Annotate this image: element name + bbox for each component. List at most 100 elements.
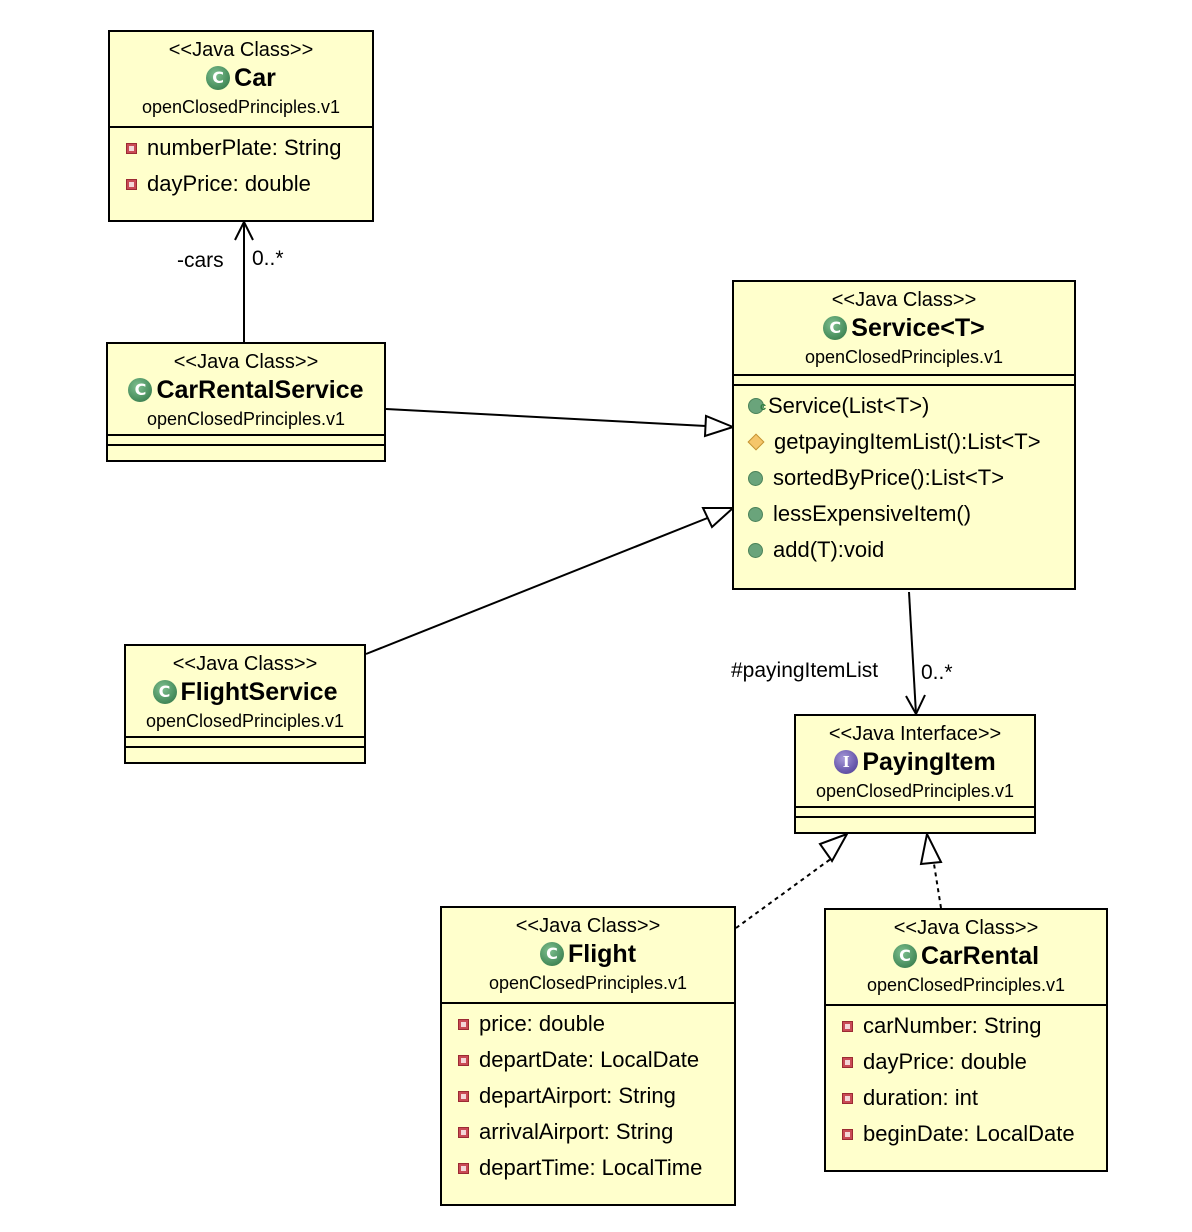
method-item[interactable]: sortedByPrice():List<T>: [748, 460, 1074, 496]
edge-carrentalservice-service-generalization[interactable]: [385, 408, 736, 438]
field-item[interactable]: departTime: LocalTime: [458, 1150, 734, 1186]
package-label: openClosedPrinciples.v1: [145, 711, 345, 731]
field-item[interactable]: dayPrice: double: [842, 1044, 1106, 1080]
private-field-icon: [126, 142, 137, 154]
field-text: duration: int: [863, 1085, 978, 1110]
stereotype-label: <<Java Class>>: [168, 39, 314, 61]
method-text: Service(List<T>): [768, 393, 930, 418]
fields-compartment: price: double departDate: LocalDate depa…: [442, 1002, 734, 1190]
class-name: FlightService: [180, 678, 338, 706]
interface-icon: I: [834, 750, 859, 774]
field-item[interactable]: dayPrice: double: [126, 166, 372, 202]
fields-compartment: [108, 434, 384, 444]
association-multiplicity-label: 0..*: [921, 661, 953, 684]
field-item[interactable]: carNumber: String: [842, 1008, 1106, 1044]
class-icon: C: [128, 378, 153, 402]
edge-carrentalservice-car-association[interactable]: [234, 219, 254, 342]
class-name: Car: [234, 64, 276, 92]
field-text: dayPrice: double: [863, 1049, 1027, 1074]
class-icon: C: [539, 942, 564, 966]
field-text: carNumber: String: [863, 1013, 1042, 1038]
public-method-icon: [748, 506, 763, 522]
interface-name: PayingItem: [862, 748, 996, 776]
private-field-icon: [458, 1162, 469, 1174]
public-method-icon: [748, 542, 763, 558]
edge-service-payingitem-association[interactable]: [905, 591, 926, 717]
package-label: openClosedPrinciples.v1: [141, 97, 341, 117]
private-field-icon: [458, 1090, 469, 1102]
stereotype-label: <<Java Interface>>: [828, 723, 1002, 745]
method-text: add(T):void: [773, 537, 885, 562]
field-text: departAirport: String: [479, 1083, 676, 1108]
private-field-icon: [126, 178, 137, 190]
field-text: price: double: [479, 1011, 605, 1036]
method-text: lessExpensiveItem(): [773, 501, 972, 526]
package-label: openClosedPrinciples.v1: [815, 781, 1015, 801]
private-field-icon: [842, 1092, 853, 1104]
stereotype-label: <<Java Class>>: [831, 289, 977, 311]
private-field-icon: [842, 1056, 853, 1068]
fields-compartment: numberPlate: String dayPrice: double: [110, 126, 372, 206]
protected-method-icon: [747, 433, 765, 451]
field-text: departDate: LocalDate: [479, 1047, 700, 1072]
class-icon: C: [206, 66, 231, 90]
field-item[interactable]: duration: int: [842, 1080, 1106, 1116]
field-item[interactable]: departAirport: String: [458, 1078, 734, 1114]
public-method-icon: [748, 470, 763, 486]
field-item[interactable]: arrivalAirport: String: [458, 1114, 734, 1150]
method-item[interactable]: getpayingItemList():List<T>: [747, 424, 1074, 460]
stereotype-label: <<Java Class>>: [515, 915, 661, 937]
methods-compartment: [126, 746, 364, 756]
field-text: arrivalAirport: String: [479, 1119, 674, 1144]
association-role-label: -cars: [177, 249, 224, 272]
class-icon: C: [892, 944, 917, 968]
package-label: openClosedPrinciples.v1: [146, 409, 346, 429]
stereotype-label: <<Java Class>>: [173, 351, 319, 373]
stereotype-label: <<Java Class>>: [893, 917, 1039, 939]
package-label: openClosedPrinciples.v1: [804, 347, 1004, 367]
method-item[interactable]: add(T):void: [748, 532, 1074, 568]
class-name: Service<T>: [851, 314, 985, 342]
class-name: Flight: [567, 940, 637, 968]
field-item[interactable]: price: double: [458, 1006, 734, 1042]
field-item[interactable]: beginDate: LocalDate: [842, 1116, 1106, 1152]
edge-flightservice-service-generalization[interactable]: [365, 507, 736, 655]
method-item[interactable]: lessExpensiveItem(): [748, 496, 1074, 532]
methods-compartment: [796, 816, 1034, 818]
edge-carrental-payingitem-realization[interactable]: [919, 830, 943, 909]
class-name: CarRentalService: [156, 376, 364, 404]
field-text: departTime: LocalTime: [479, 1155, 703, 1180]
package-label: openClosedPrinciples.v1: [866, 975, 1066, 995]
constructor-icon: c: [748, 398, 766, 414]
private-field-icon: [458, 1126, 469, 1138]
field-item[interactable]: departDate: LocalDate: [458, 1042, 734, 1078]
field-text: dayPrice: double: [147, 171, 311, 196]
package-label: openClosedPrinciples.v1: [488, 973, 688, 993]
private-field-icon: [458, 1054, 469, 1066]
stereotype-label: <<Java Class>>: [172, 653, 318, 675]
class-icon: C: [823, 316, 848, 340]
private-field-icon: [458, 1018, 469, 1030]
method-text: getpayingItemList():List<T>: [774, 429, 1041, 454]
class-name: CarRental: [920, 942, 1040, 970]
methods-compartment: [108, 444, 384, 454]
private-field-icon: [842, 1128, 853, 1140]
fields-compartment: carNumber: String dayPrice: double durat…: [826, 1004, 1106, 1156]
private-field-icon: [842, 1020, 853, 1032]
association-multiplicity-label: 0..*: [252, 247, 284, 270]
fields-compartment: [796, 806, 1034, 816]
fields-compartment: [126, 736, 364, 746]
fields-compartment: [734, 374, 1074, 384]
field-text: numberPlate: String: [147, 135, 342, 160]
field-item[interactable]: numberPlate: String: [126, 130, 372, 166]
association-role-label: #payingItemList: [731, 659, 879, 682]
